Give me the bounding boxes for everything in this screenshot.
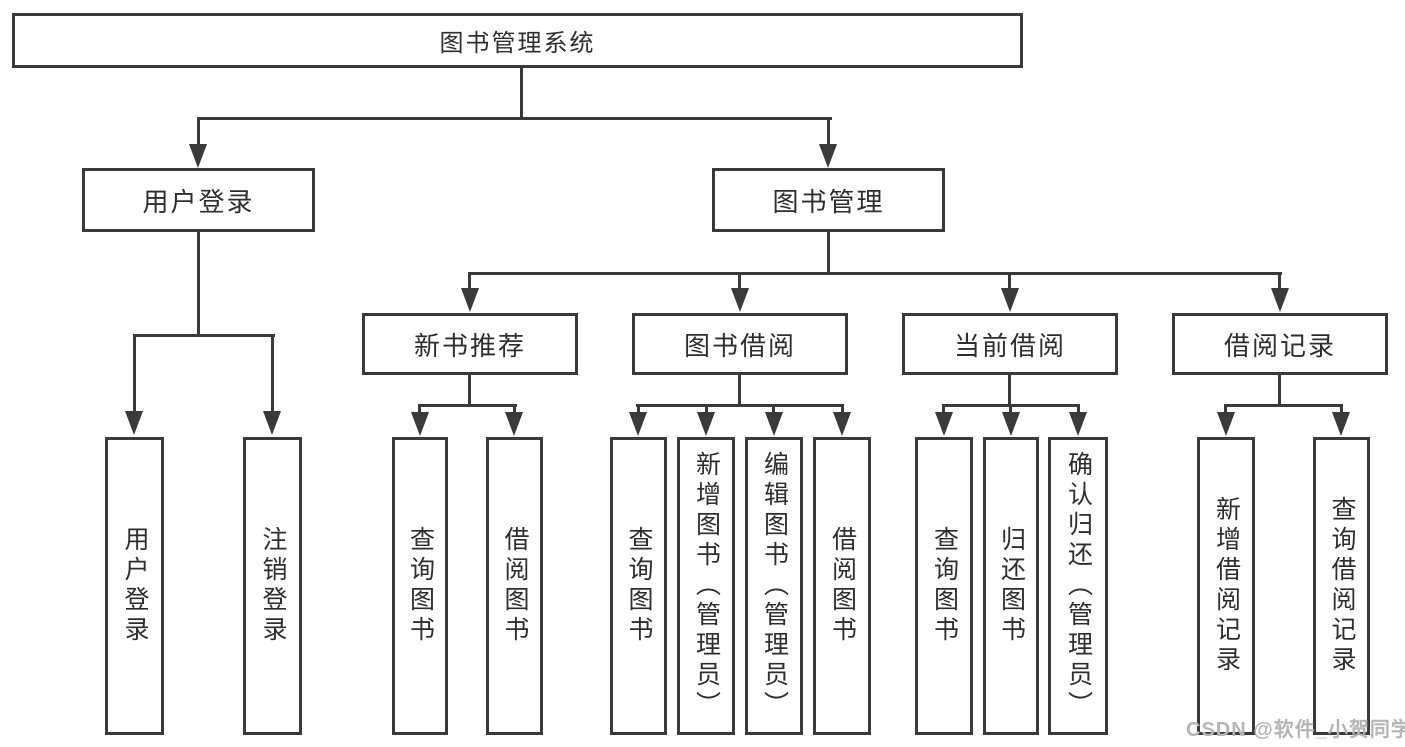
connector-stem xyxy=(738,373,741,407)
arrow-down-icon xyxy=(505,412,523,436)
arrow-down-icon xyxy=(731,288,749,312)
arrow-down-icon xyxy=(125,411,143,435)
node-current-borrow: 当前借阅 xyxy=(902,313,1118,375)
connector-drop xyxy=(197,117,200,147)
connector-l2-hline xyxy=(468,272,1282,275)
arrow-down-icon xyxy=(697,412,715,436)
connector-drop xyxy=(418,404,421,414)
arrow-down-icon xyxy=(1069,412,1087,436)
arrow-down-icon xyxy=(189,144,207,168)
node-book-mgmt: 图书管理 xyxy=(712,168,945,232)
connector-userlogin-hline xyxy=(133,334,275,337)
arrow-down-icon xyxy=(411,412,429,436)
leaf-add-book-admin: 新增图书（管理员） xyxy=(677,437,735,735)
leaf-query-borrow-record: 查询借阅记录 xyxy=(1313,437,1370,735)
connector-drop xyxy=(133,334,136,413)
leaf-user-login: 用户登录 xyxy=(105,437,164,735)
connector-bookmgmt-stem xyxy=(827,230,830,274)
leaf-borrow-books-borrow: 借阅图书 xyxy=(813,437,871,735)
connector-drop xyxy=(468,272,471,290)
connector-drop xyxy=(513,404,516,414)
connector-stem xyxy=(468,373,471,407)
node-user-login: 用户登录 xyxy=(82,168,315,232)
arrow-down-icon xyxy=(833,412,851,436)
node-borrow-records: 借阅记录 xyxy=(1172,313,1388,375)
connector-drop xyxy=(772,404,775,414)
watermark: CSDN @软件_小贺同学 xyxy=(1186,719,1405,741)
connector-drop xyxy=(827,117,830,147)
arrow-down-icon xyxy=(1217,412,1235,436)
arrow-down-icon xyxy=(629,412,647,436)
connector-hline xyxy=(1224,404,1343,407)
connector-drop xyxy=(841,404,844,414)
leaf-query-books-recommend: 查询图书 xyxy=(392,437,448,735)
leaf-edit-book-admin: 编辑图书（管理员） xyxy=(745,437,803,735)
connector-drop xyxy=(1009,404,1012,414)
leaf-add-borrow-record: 新增借阅记录 xyxy=(1197,437,1255,735)
connector-hline xyxy=(418,404,517,407)
node-book-borrow: 图书借阅 xyxy=(632,313,848,375)
connector-drop xyxy=(1340,404,1343,414)
connector-drop xyxy=(271,334,274,413)
arrow-down-icon xyxy=(819,144,837,168)
arrow-down-icon xyxy=(263,411,281,435)
node-new-book-recommend: 新书推荐 xyxy=(362,313,578,375)
leaf-return-book: 归还图书 xyxy=(983,437,1039,735)
connector-drop xyxy=(1278,272,1281,290)
arrow-down-icon xyxy=(1001,288,1019,312)
arrow-down-icon xyxy=(765,412,783,436)
node-root: 图书管理系统 xyxy=(12,13,1023,68)
arrow-down-icon xyxy=(1332,412,1350,436)
connector-hline xyxy=(636,404,844,407)
connector-drop xyxy=(1077,404,1080,414)
arrow-down-icon xyxy=(935,412,953,436)
connector-drop xyxy=(705,404,708,414)
connector-root-stem xyxy=(520,66,523,120)
leaf-borrow-books-recommend: 借阅图书 xyxy=(486,437,543,735)
connector-drop xyxy=(738,272,741,290)
connector-userlogin-stem xyxy=(197,230,200,336)
leaf-logout: 注销登录 xyxy=(243,437,302,735)
connector-drop xyxy=(1224,404,1227,414)
connector-stem xyxy=(1008,373,1011,407)
arrow-down-icon xyxy=(1271,288,1289,312)
arrow-down-icon xyxy=(461,288,479,312)
connector-drop xyxy=(1008,272,1011,290)
connector-stem xyxy=(1278,373,1281,407)
leaf-confirm-return-admin: 确认归还（管理员） xyxy=(1048,437,1108,735)
arrow-down-icon xyxy=(1002,412,1020,436)
leaf-query-books-current: 查询图书 xyxy=(915,437,973,735)
connector-l1-hline xyxy=(197,117,832,120)
connector-drop xyxy=(942,404,945,414)
leaf-query-books-borrow: 查询图书 xyxy=(610,437,667,735)
connector-drop xyxy=(637,404,640,414)
